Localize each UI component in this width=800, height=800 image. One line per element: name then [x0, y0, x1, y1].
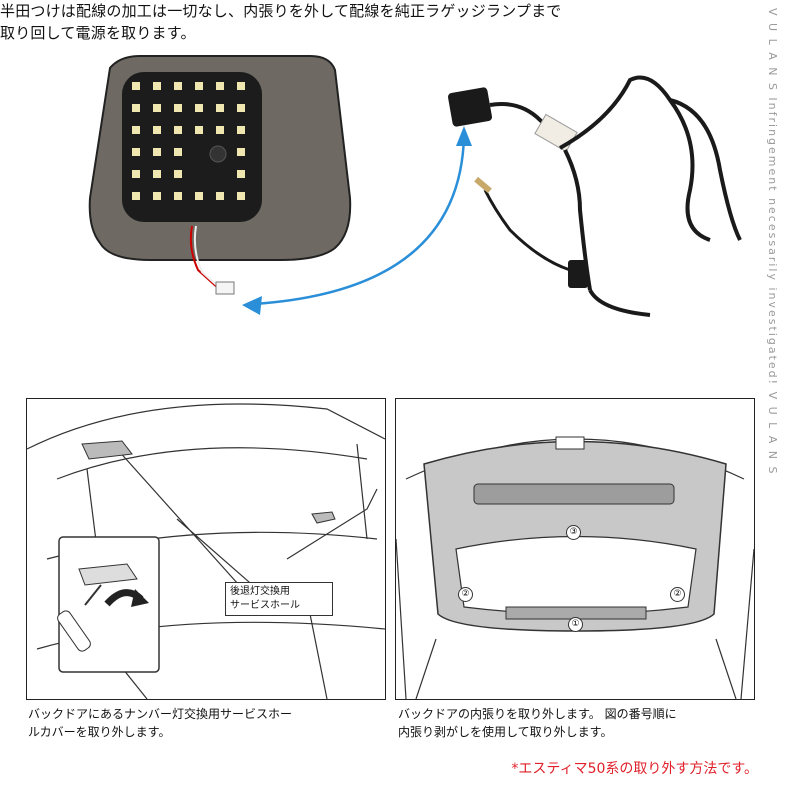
- marker-3: ③: [566, 525, 581, 540]
- left-caption-line-1: バックドアにあるナンバー灯交換用サービスホー: [28, 707, 293, 721]
- led-chip: [132, 148, 140, 156]
- led-chip: [153, 82, 161, 90]
- right-caption-line-1: バックドアの内張りを取り外します。 図の番号順に: [398, 707, 677, 721]
- led-chip: [132, 82, 140, 90]
- led-chip: [174, 126, 182, 134]
- led-chip: [195, 126, 203, 134]
- screwdriver-icon: [57, 584, 102, 652]
- led-chip: [174, 104, 182, 112]
- led-chip: [153, 104, 161, 112]
- left-caption: バックドアにあるナンバー灯交換用サービスホー ルカバーを取り外します。: [28, 705, 388, 741]
- led-chip: [237, 192, 245, 200]
- service-hole-illustration: 後退灯交換用 サービスホール: [26, 398, 386, 700]
- led-chip: [195, 104, 203, 112]
- back-door-drawing: [27, 403, 385, 699]
- left-caption-line-2: ルカバーを取り外します。: [28, 725, 171, 739]
- model-note: *エスティマ50系の取り外す方法です。: [511, 761, 758, 777]
- intro-line-2: 取り回して電源を取ります。: [0, 24, 196, 42]
- led-grid: [132, 82, 245, 200]
- interior-panel-illustration: ① ② ② ③: [395, 398, 755, 700]
- led-chip: [174, 82, 182, 90]
- connection-arrow: [242, 126, 472, 315]
- led-chip: [216, 192, 224, 200]
- right-caption-line-2: 内張り剥がしを使用して取り外します。: [398, 725, 613, 739]
- led-chip: [153, 192, 161, 200]
- led-chip: [153, 170, 161, 178]
- led-chip: [216, 82, 224, 90]
- led-chip: [195, 192, 203, 200]
- led-chip: [174, 148, 182, 156]
- marker-2-left: ②: [458, 587, 473, 602]
- intro-line-1: 半田つけは配線の加工は一切なし、内張りを外して配線を純正ラゲッジランプまで: [0, 2, 562, 20]
- wire-harness-icon: [447, 75, 742, 317]
- vertical-watermark: V U L A N S Infringement necessarily inv…: [766, 8, 792, 798]
- led-chip: [132, 170, 140, 178]
- led-chip: [237, 82, 245, 90]
- led-chip: [237, 148, 245, 156]
- led-chip: [216, 126, 224, 134]
- led-chip: [237, 104, 245, 112]
- led-chip: [237, 170, 245, 178]
- led-chip: [153, 148, 161, 156]
- rotate-arrow-icon: [104, 589, 149, 607]
- watermark-text: V U L A N S Infringement necessarily inv…: [766, 8, 779, 476]
- led-panel-icon: [88, 55, 352, 295]
- led-chip: [237, 126, 245, 134]
- marker-1: ①: [568, 617, 583, 632]
- led-chip: [132, 104, 140, 112]
- led-chip: [195, 82, 203, 90]
- led-chip: [174, 192, 182, 200]
- led-chip: [153, 126, 161, 134]
- led-chip: [174, 170, 182, 178]
- led-chip: [216, 104, 224, 112]
- back-door-trim-drawing: [396, 436, 754, 699]
- service-hole-label: 後退灯交換用 サービスホール: [225, 582, 333, 616]
- marker-2-right: ②: [670, 587, 685, 602]
- led-chip: [132, 126, 140, 134]
- intro-text: 半田つけは配線の加工は一切なし、内張りを外して配線を純正ラゲッジランプまで 取り…: [0, 0, 700, 44]
- led-chip: [132, 192, 140, 200]
- right-caption: バックドアの内張りを取り外します。 図の番号順に 内張り剥がしを使用して取り外し…: [398, 705, 758, 741]
